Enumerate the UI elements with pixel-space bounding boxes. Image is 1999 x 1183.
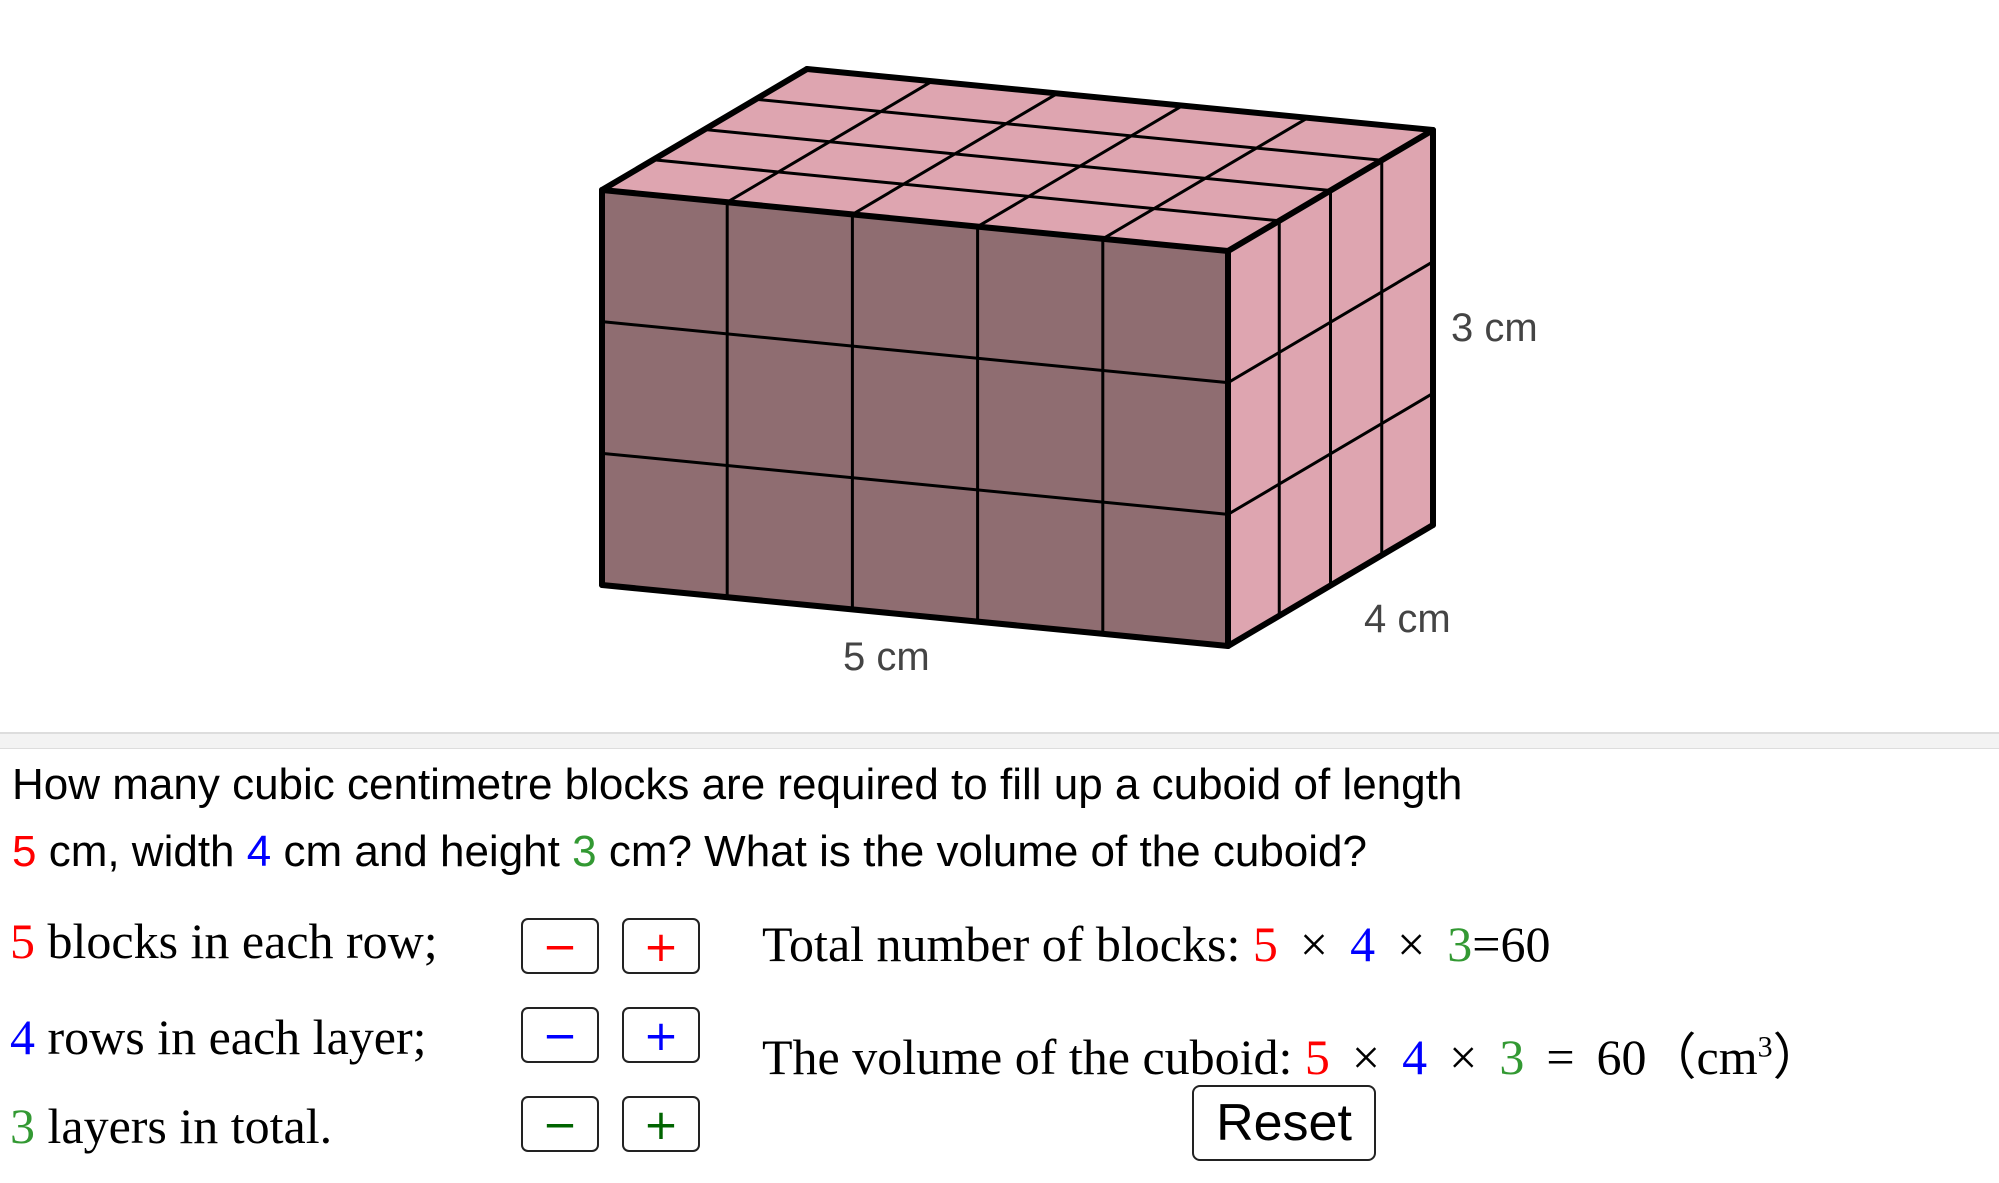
height-value: 3 [572, 827, 597, 876]
question-text: cm, width [36, 827, 247, 876]
height-value: 3 [1499, 1029, 1525, 1085]
height-plus-button[interactable]: + [622, 1096, 700, 1152]
length-label: 5 cm [843, 635, 930, 679]
height-value: 3 [1447, 916, 1473, 972]
volume-equation: The volume of the cuboid: 5×4×3=60（cm3） [762, 1017, 1823, 1089]
grid-line [600, 451, 1230, 516]
length-minus-button[interactable]: − [521, 918, 599, 974]
times-sign: × [1397, 916, 1426, 972]
row-text: rows in each layer; [35, 1009, 427, 1065]
row-count-label: 5 blocks in each row; [10, 912, 438, 970]
grid-line [651, 158, 1281, 223]
cuboid-edge [804, 66, 1436, 133]
layer-rows-label: 4 rows in each layer; [10, 1008, 427, 1066]
cuboid-diagram: 5 cm 4 cm 3 cm [599, 66, 1538, 679]
width-value: 4 [1350, 916, 1376, 972]
row-text: blocks in each row; [35, 913, 438, 969]
row-text: layers in total. [35, 1098, 333, 1154]
equals-sign: = [1472, 916, 1501, 972]
width-minus-button[interactable]: − [521, 1007, 599, 1063]
volume-result: 60 [1596, 1029, 1647, 1085]
width-value: 4 [1402, 1029, 1428, 1085]
total-blocks-equation: Total number of blocks: 5 × 4 × 3=60 [762, 915, 1550, 973]
cuboid-edge [599, 187, 1231, 254]
question-text: cm? What is the volume of the cuboid? [596, 827, 1367, 876]
layers-label: 3 layers in total. [10, 1097, 332, 1155]
question-line-1: How many cubic centimetre blocks are req… [12, 760, 1463, 809]
height-label: 3 cm [1451, 306, 1538, 350]
equals-sign: = [1546, 1029, 1575, 1085]
times-sign: × [1351, 1029, 1381, 1085]
cuboid-edge [1225, 127, 1436, 254]
height-minus-button[interactable]: − [521, 1096, 599, 1152]
width-value: 4 [246, 827, 272, 876]
unit: （cm [1646, 1029, 1758, 1085]
front-face [602, 190, 1228, 646]
cuboid-edge [599, 582, 1231, 649]
row-value: 3 [10, 1098, 35, 1154]
unit-exponent: 3 [1757, 1030, 1773, 1064]
times-sign: × [1449, 1029, 1478, 1085]
width-label: 4 cm [1364, 597, 1451, 641]
divider [0, 732, 1999, 749]
grid-line [600, 320, 1230, 385]
cuboid-edge [1225, 522, 1436, 649]
volume-label: The volume of the cuboid: [762, 1029, 1305, 1085]
grid-line [754, 97, 1384, 162]
grid-line [703, 128, 1332, 192]
length-plus-button[interactable]: + [622, 918, 700, 974]
times-sign: × [1299, 916, 1329, 972]
width-plus-button[interactable]: + [622, 1007, 700, 1063]
row-value: 5 [10, 913, 35, 969]
length-value: 5 [1304, 1029, 1330, 1085]
reset-button[interactable]: Reset [1192, 1085, 1376, 1161]
question-text: cm and height [271, 827, 573, 876]
cuboid-edge [599, 66, 810, 193]
row-value: 4 [10, 1009, 35, 1065]
length-value: 5 [12, 827, 37, 876]
unit: ） [1772, 1029, 1823, 1085]
total-label: Total number of blocks: [762, 916, 1253, 972]
total-result: 60 [1500, 916, 1551, 972]
question-line-2: 5 cm, width 4 cm and height 3 cm? What i… [12, 827, 1367, 877]
length-value: 5 [1252, 916, 1278, 972]
